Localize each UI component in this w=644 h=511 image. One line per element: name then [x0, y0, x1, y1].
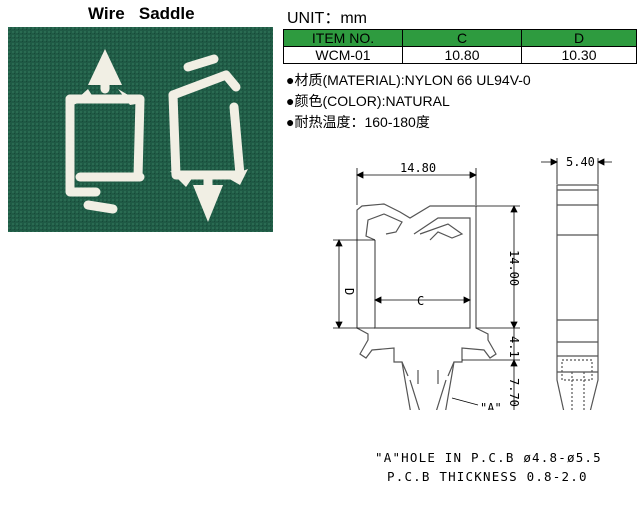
- dim-width: 14.80: [400, 161, 436, 175]
- hole-note: "A"HOLE IN P.C.B ø4.8-ø5.5: [375, 450, 602, 465]
- dim-d: D: [342, 288, 356, 295]
- dim-height: 14.00: [507, 250, 521, 286]
- properties-list: ●材质(MATERIAL):NYLON 66 UL94V-0 ●颜色(COLOR…: [286, 70, 531, 133]
- cell-item-no: WCM-01: [283, 46, 403, 64]
- dim-side-width: 5.40: [566, 155, 595, 169]
- cell-d: 10.30: [521, 46, 637, 64]
- product-title: Wire Saddle: [88, 4, 195, 23]
- spec-table-header-row: ITEM NO. C D: [283, 29, 637, 47]
- product-photo: [8, 27, 273, 232]
- cell-c: 10.80: [402, 46, 522, 64]
- dim-gap: 4.1: [507, 336, 521, 358]
- property-color: ●颜色(COLOR):NATURAL: [286, 93, 450, 109]
- technical-drawing: 14.80 5.40 D C 14.00 4.1 7.70 "A": [333, 155, 612, 410]
- spec-table: ITEM NO. C D WCM-01 10.80 10.30: [283, 29, 637, 64]
- property-material: ●材质(MATERIAL):NYLON 66 UL94V-0: [286, 72, 531, 88]
- dim-anchor: 7.70: [507, 378, 521, 407]
- unit-label: UNIT：mm: [287, 10, 367, 27]
- thickness-note: P.C.B THICKNESS 0.8-2.0: [387, 469, 588, 484]
- table-row: WCM-01 10.80 10.30: [283, 46, 637, 64]
- dim-c: C: [417, 294, 424, 308]
- header-d: D: [521, 29, 637, 47]
- header-c: C: [402, 29, 522, 47]
- property-temperature: ●耐热温度：160-180度: [286, 114, 430, 130]
- header-item-no: ITEM NO.: [283, 29, 403, 47]
- dim-a-label: "A": [480, 401, 502, 410]
